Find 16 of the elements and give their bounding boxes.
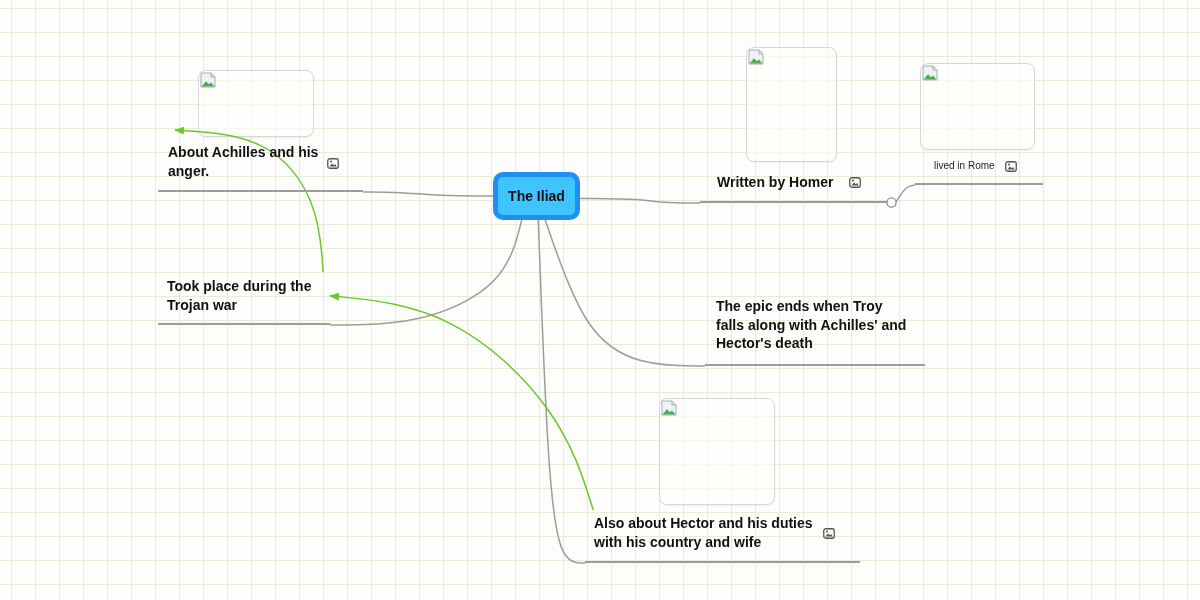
topic-text: About Achilles and his anger. (168, 143, 320, 180)
arrow (329, 292, 594, 511)
central-topic-title: The Iliad (508, 186, 565, 206)
topic-text: Took place during the Trojan war (167, 277, 313, 314)
connector-line (579, 197, 701, 204)
topic-text: Also about Hector and his duties with his country and wife (594, 514, 814, 551)
connector-line (544, 219, 706, 367)
arrow (174, 126, 324, 273)
central-topic-box (493, 172, 580, 220)
connector-line (362, 191, 494, 197)
topic-text: Written by Homer (717, 173, 835, 192)
topic-text: The epic ends when Troy falls along with Achilles' and Hector's death (716, 297, 908, 353)
connector-line (537, 219, 586, 564)
connector-line (895, 184, 916, 203)
connector-line (329, 219, 523, 326)
topic-text: lived in Rome (934, 159, 996, 172)
